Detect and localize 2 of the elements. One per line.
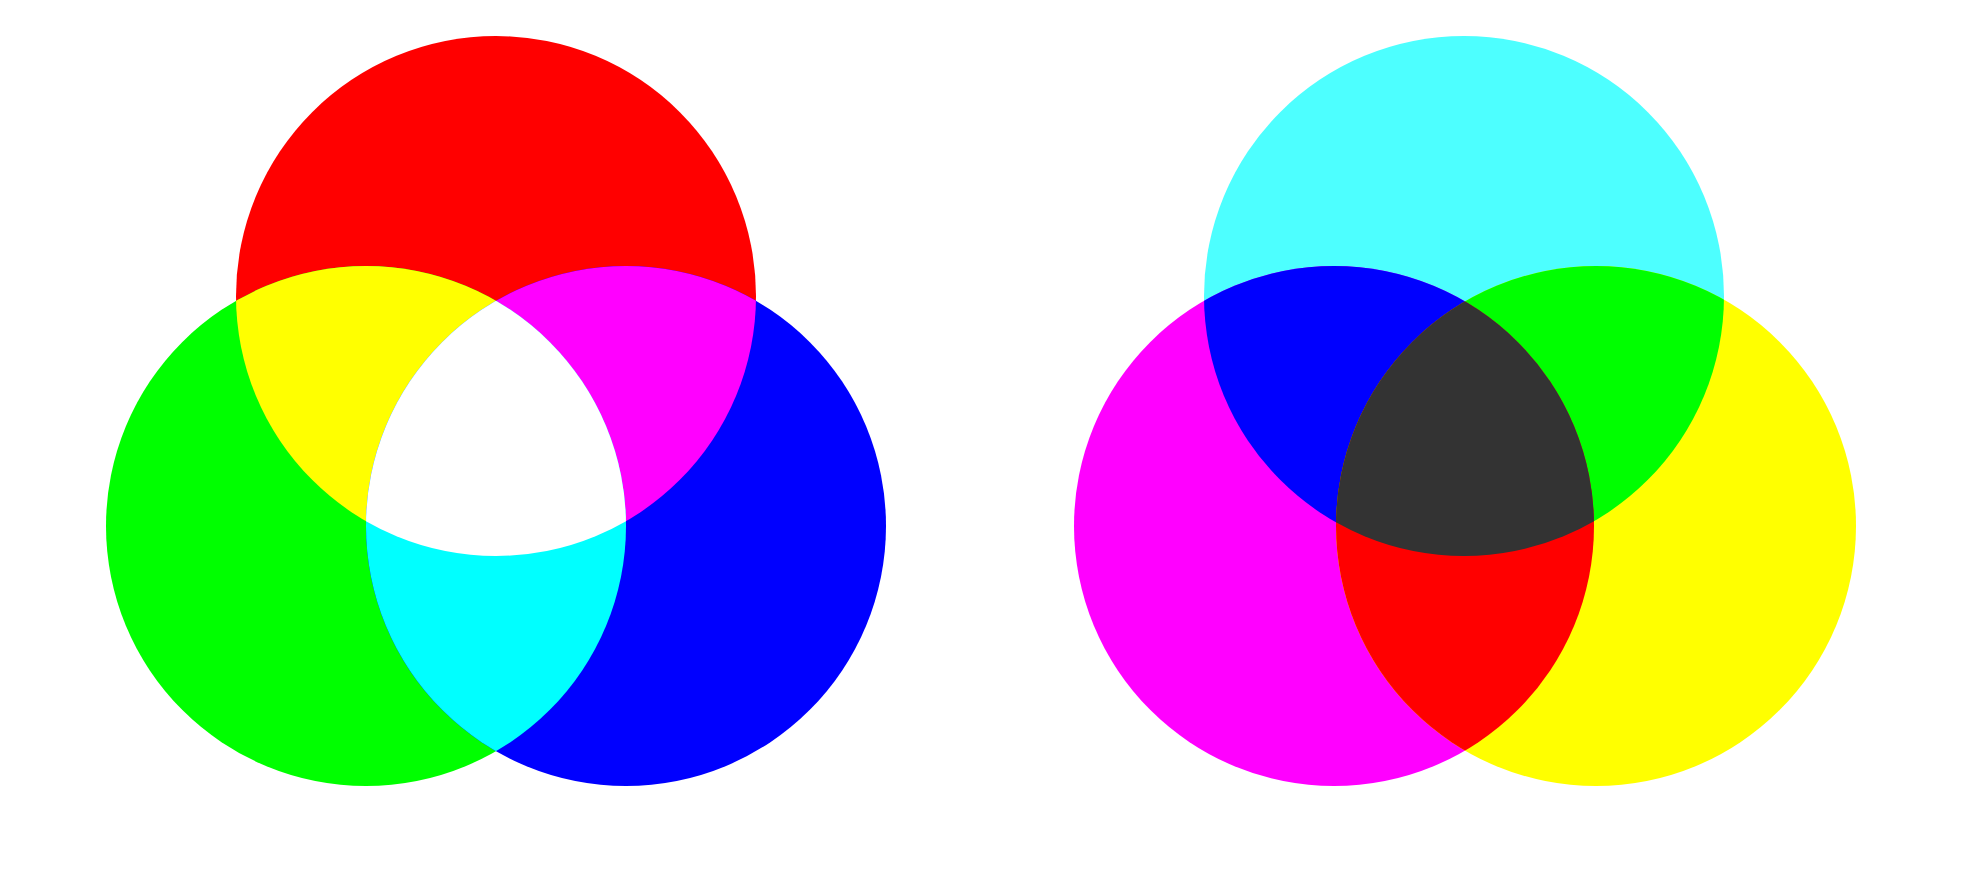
color-mixing-drawing <box>1074 36 1856 786</box>
color-mixing-drawing <box>106 36 886 786</box>
